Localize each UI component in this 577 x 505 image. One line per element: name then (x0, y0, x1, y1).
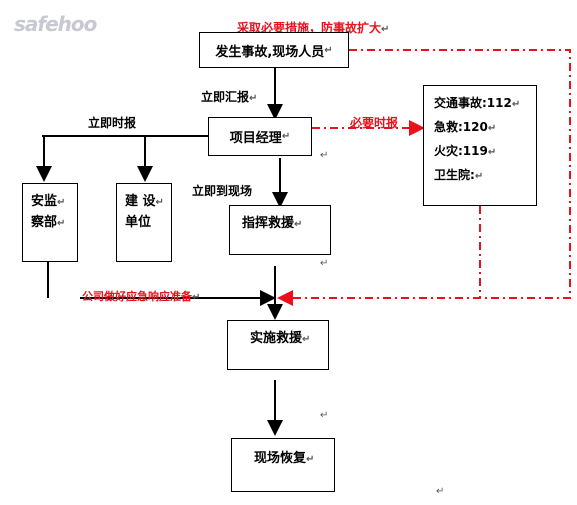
pilcrow-mark: ↵ (320, 258, 329, 269)
node-accident: 发生事故,现场人员↵ (199, 32, 349, 68)
label-report-now: 立即汇报↵ (201, 90, 258, 104)
node-emergency-phones: 交通事故:112↵ 急救:120↵ 火灾:119↵ 卫生院:↵ (423, 85, 537, 206)
label-necessary-report: 必要时报 (350, 116, 399, 130)
node-construction-unit: 建 设↵ 单位 (116, 183, 172, 262)
label-company-prepare: 公司做好应急响应准备↵ (82, 290, 201, 303)
pilcrow-mark: ↵ (436, 486, 445, 497)
pilcrow-mark: ↵ (320, 150, 329, 161)
pilcrow-mark: ↵ (320, 410, 329, 421)
node-safety-dept: 安监↵ 察部↵ (22, 183, 78, 262)
label-report-timely: 立即时报 (88, 116, 137, 130)
node-command-rescue: 指挥救援↵ (229, 205, 331, 255)
node-site-recovery: 现场恢复↵ (231, 438, 335, 492)
node-project-manager: 项目经理↵ (208, 117, 312, 156)
watermark-logo: safehoo (14, 12, 97, 36)
label-take-measures: 采取必要措施，防事故扩大↵ (237, 21, 390, 35)
node-implement-rescue: 实施救援↵ (227, 320, 329, 370)
label-go-to-scene: 立即到现场 (192, 184, 253, 198)
